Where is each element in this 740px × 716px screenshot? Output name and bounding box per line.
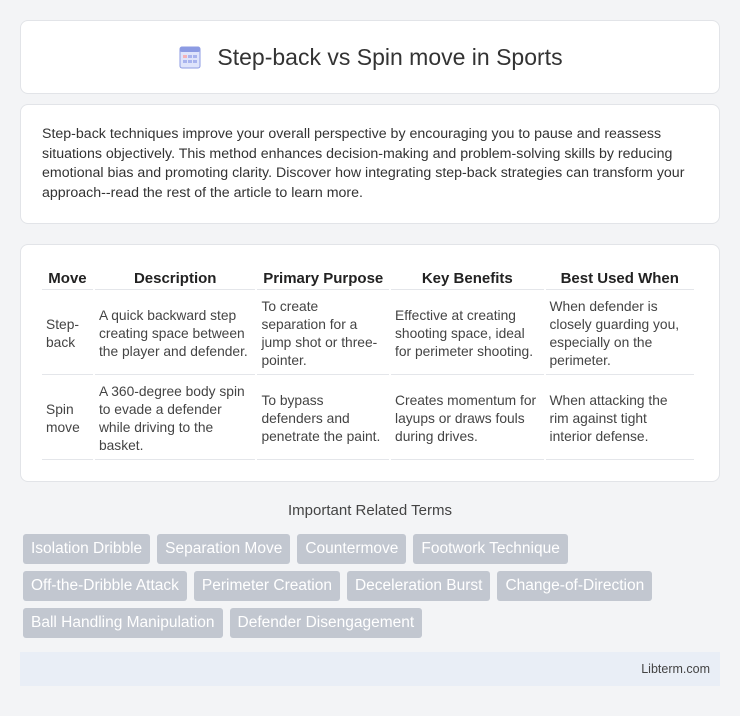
related-term-tag[interactable]: Defender Disengagement bbox=[229, 608, 423, 638]
table-cell-move: Spin move bbox=[42, 377, 93, 460]
comparison-table: Move Description Primary Purpose Key Ben… bbox=[40, 265, 696, 462]
comparison-table-card: Move Description Primary Purpose Key Ben… bbox=[20, 244, 720, 482]
column-header-best-used-when: Best Used When bbox=[545, 267, 694, 290]
related-term-tag[interactable]: Footwork Technique bbox=[413, 534, 568, 564]
related-term-tag[interactable]: Off-the-Dribble Attack bbox=[23, 571, 187, 601]
related-terms-list: Isolation Dribble Separation Move Counte… bbox=[23, 534, 723, 638]
table-cell-description: A 360-degree body spin to evade a defend… bbox=[94, 377, 256, 460]
table-cell-key-benefits: Effective at creating shooting space, id… bbox=[391, 292, 544, 375]
document-icon bbox=[177, 44, 203, 70]
table-cell-best-used-when: When attacking the rim against tight int… bbox=[545, 377, 694, 460]
related-term-tag[interactable]: Change-of-Direction bbox=[497, 571, 653, 601]
related-term-tag[interactable]: Ball Handling Manipulation bbox=[23, 608, 223, 638]
related-term-tag[interactable]: Countermove bbox=[297, 534, 407, 564]
table-row: Step-back A quick backward step creating… bbox=[42, 292, 694, 375]
related-term-tag[interactable]: Isolation Dribble bbox=[23, 534, 151, 564]
intro-card: Step-back techniques improve your overal… bbox=[20, 104, 720, 224]
table-header-row: Move Description Primary Purpose Key Ben… bbox=[42, 267, 694, 290]
footer-site-link[interactable]: Libterm.com bbox=[641, 662, 710, 676]
table-cell-primary-purpose: To create separation for a jump shot or … bbox=[257, 292, 390, 375]
related-terms-title: Important Related Terms bbox=[288, 502, 452, 519]
header-card: Step-back vs Spin move in Sports bbox=[20, 20, 720, 94]
page-title: Step-back vs Spin move in Sports bbox=[217, 43, 563, 70]
related-term-tag[interactable]: Deceleration Burst bbox=[346, 571, 491, 601]
related-term-tag[interactable]: Separation Move bbox=[157, 534, 291, 564]
table-cell-description: A quick backward step creating space bet… bbox=[94, 292, 256, 375]
column-header-primary-purpose: Primary Purpose bbox=[257, 267, 390, 290]
column-header-move: Move bbox=[42, 267, 93, 290]
column-header-description: Description bbox=[94, 267, 256, 290]
table-row: Spin move A 360-degree body spin to evad… bbox=[42, 377, 694, 460]
table-cell-primary-purpose: To bypass defenders and penetrate the pa… bbox=[257, 377, 390, 460]
table-cell-best-used-when: When defender is closely guarding you, e… bbox=[545, 292, 694, 375]
footer: Libterm.com bbox=[20, 652, 720, 686]
related-term-tag[interactable]: Perimeter Creation bbox=[193, 571, 340, 601]
column-header-key-benefits: Key Benefits bbox=[391, 267, 544, 290]
table-cell-move: Step-back bbox=[42, 292, 93, 375]
table-cell-key-benefits: Creates momentum for layups or draws fou… bbox=[391, 377, 544, 460]
intro-text: Step-back techniques improve your overal… bbox=[42, 126, 685, 201]
